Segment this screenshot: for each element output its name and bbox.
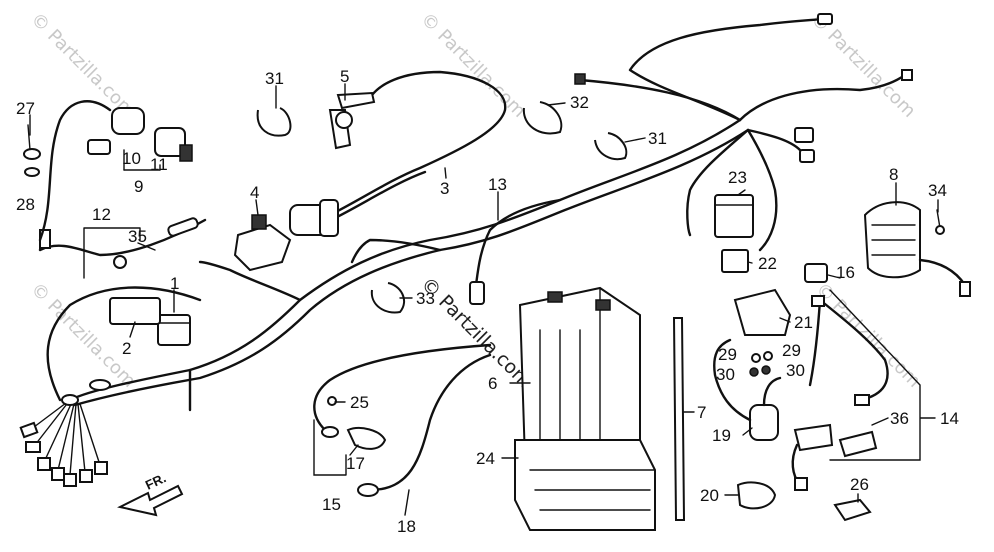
ignition-coil-assembly [289,70,507,237]
callout-29-right: 29 [782,341,801,360]
callout-36: 36 [890,409,909,428]
part-1-relay [157,314,191,346]
callout-31-left: 31 [265,69,284,88]
relay-22 [721,249,749,273]
callout-21: 21 [794,313,813,332]
callout-34: 34 [928,181,947,200]
callout-2: 2 [122,339,131,358]
relay-23 [714,194,754,238]
callout-11: 11 [150,155,168,174]
battery [518,286,641,461]
band-31a [256,107,292,137]
callout-17: 17 [346,454,365,473]
nut-29-right [763,351,773,361]
front-direction-label: FR. [143,470,168,492]
callout-1: 1 [170,274,179,293]
callout-3: 3 [440,179,449,198]
callout-23: 23 [728,168,747,187]
part-2-unit [109,297,161,325]
nut-30-right [761,365,771,375]
part-14-harness [808,295,889,406]
nut-29-left [751,353,761,363]
breather-tube-7 [672,317,686,521]
watermark-text: © Partzilla.com [26,9,139,122]
battery-holder [514,439,656,531]
bolt-27 [23,124,41,160]
callout-20: 20 [700,486,719,505]
band-33 [370,282,406,314]
leader-lines [29,83,939,516]
part-4-unit [233,214,292,272]
callout-32: 32 [570,93,589,112]
callout-13: 13 [488,175,507,194]
callout-22: 22 [758,254,777,273]
bolt-34 [935,209,945,235]
part-16-connector [804,263,828,283]
callout-12: 12 [92,205,111,224]
callout-33: 33 [416,289,435,308]
callout-5: 5 [340,67,349,86]
callout-8: 8 [889,165,898,184]
callout-30-right: 30 [786,361,805,380]
callout-24: 24 [476,449,495,468]
watermark-text: © Partzilla.com [26,279,139,392]
part-26-clip [833,498,872,522]
callout-16: 16 [836,263,855,282]
watermark-text: © Partzilla.com [416,9,529,122]
callout-25: 25 [350,393,369,412]
callout-28: 28 [16,195,35,214]
main-wire-harness [19,16,907,487]
battery-cable-18 [357,353,492,497]
ignition-switch-assembly [38,100,193,242]
battery-cable-15 [313,343,492,450]
callout-29-left: 29 [718,345,737,364]
switch-36 [791,423,878,491]
harness-end-connectors [469,13,913,305]
watermark-text: © Partzilla.com [811,279,924,392]
callout-14: 14 [940,409,959,428]
callout-7: 7 [697,403,706,422]
nut-30-left [749,367,759,377]
callout-35: 35 [128,227,147,246]
callout-30-left: 30 [716,365,735,384]
band-32 [522,101,563,135]
band-31b [594,132,628,160]
callout-6: 6 [488,374,497,393]
callout-9: 9 [134,177,143,196]
front-direction-arrow: FR. [117,470,184,517]
washer-28 [24,167,40,177]
part-12-sub-harness [38,217,207,269]
callout-4: 4 [250,183,259,202]
watermark-text: © Partzilla.com [806,9,919,122]
starter-relay [713,338,782,441]
callout-10: 10 [122,149,141,168]
callout-31-right: 31 [648,129,667,148]
callout-labels: 1 2 3 4 5 6 7 8 9 10 11 12 13 14 15 16 1… [16,67,959,536]
callout-19: 19 [712,426,731,445]
callout-18: 18 [397,517,416,536]
callout-26: 26 [850,475,869,494]
part-20-clamp [736,481,777,510]
part-21-unit [733,288,792,336]
regulator-rectifier [863,201,971,297]
callout-15: 15 [322,495,341,514]
callout-27: 27 [16,99,35,118]
